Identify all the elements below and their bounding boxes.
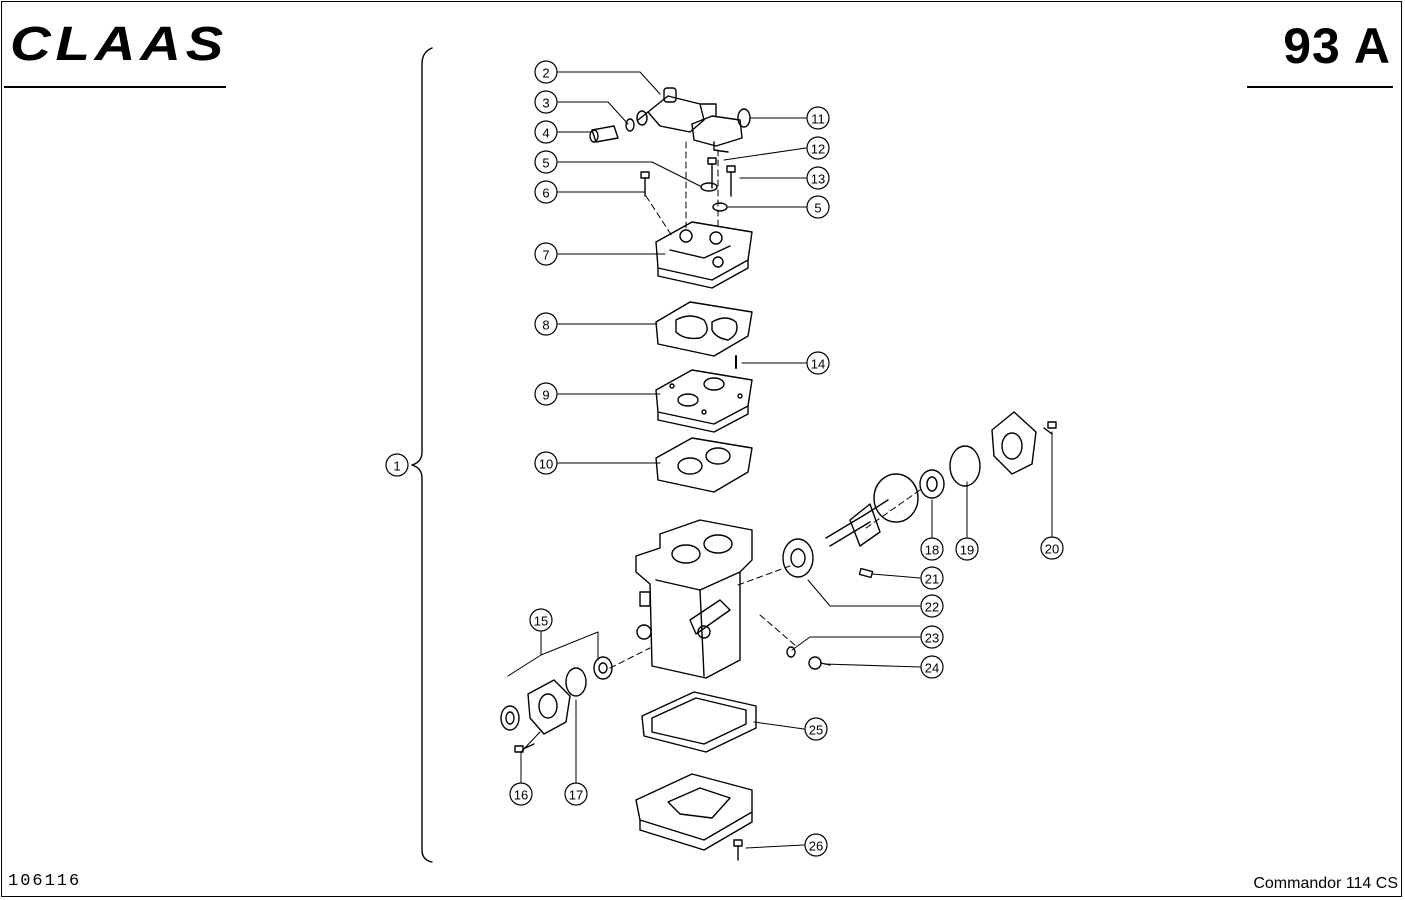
callout-label: 3	[542, 96, 549, 111]
callout-11: 11	[806, 106, 830, 130]
brand-wordmark: CLAAS	[10, 22, 228, 66]
callout-label: 9	[542, 388, 549, 403]
callout-label: 10	[539, 457, 553, 472]
callout-label: 5	[814, 201, 821, 216]
drain-plug-24	[808, 656, 831, 670]
callout-label: 18	[925, 543, 939, 558]
callout-15: 15	[529, 608, 553, 632]
callout-label: 14	[811, 357, 825, 372]
callout-label: 16	[514, 788, 528, 803]
callout-2: 2	[534, 60, 558, 84]
cylinder-head	[655, 221, 753, 289]
callout-balloons: 1 2 3 4 5 5 6 7 8 9 10 11 12 13 14 15 16…	[385, 60, 1064, 857]
callout-4: 4	[534, 120, 558, 144]
callout-3: 3	[534, 90, 558, 114]
callout-10: 10	[534, 451, 558, 475]
bolt-12	[707, 157, 717, 189]
callout-label: 4	[542, 126, 549, 141]
callout-5-right: 5	[806, 195, 830, 219]
callout-6: 6	[534, 180, 558, 204]
callout-label: 5	[542, 156, 549, 171]
leader-lines	[507, 71, 1053, 849]
callout-19: 19	[955, 537, 979, 561]
base-gasket	[641, 691, 757, 753]
bearing-22	[782, 538, 814, 578]
crankshaft	[825, 473, 919, 547]
valve-plate	[655, 369, 753, 433]
callout-label: 6	[542, 186, 549, 201]
callout-label: 23	[925, 631, 939, 646]
o-ring-5a	[700, 182, 718, 192]
header-rule-right	[1247, 86, 1393, 88]
callout-label: 11	[811, 112, 825, 127]
callout-8: 8	[534, 312, 558, 336]
callout-9: 9	[534, 382, 558, 406]
page-reference: 93 A	[1283, 18, 1391, 74]
callout-label: 7	[542, 248, 549, 263]
screw-plug-4	[589, 125, 619, 143]
callout-23: 23	[920, 625, 944, 649]
seal-15	[500, 705, 520, 731]
callout-5-upper: 5	[534, 150, 558, 174]
callout-22: 22	[920, 594, 944, 618]
head-gasket	[655, 301, 753, 357]
assembly-axis-lines	[609, 141, 921, 669]
callout-13: 13	[806, 166, 830, 190]
header-rule-left	[4, 86, 226, 88]
o-ring-23	[786, 646, 796, 658]
callout-12: 12	[806, 136, 830, 160]
assembly-bracket	[411, 47, 433, 863]
o-ring-3	[625, 118, 635, 132]
bearing-housing	[991, 411, 1037, 475]
callout-label: 15	[534, 614, 548, 629]
callout-20: 20	[1040, 536, 1064, 560]
crankcase	[635, 519, 753, 679]
bolt-13	[726, 165, 736, 197]
key-21	[858, 567, 874, 579]
fitting-11	[691, 108, 751, 153]
callout-label: 19	[960, 543, 974, 558]
callout-14: 14	[806, 351, 830, 375]
callout-label: 21	[925, 572, 939, 587]
bottom-cover	[635, 773, 753, 851]
o-ring-19	[949, 445, 981, 487]
callout-label: 17	[569, 788, 583, 803]
callout-21: 21	[920, 566, 944, 590]
callout-label: 26	[809, 839, 823, 854]
callout-16: 16	[509, 782, 533, 806]
bolt-16	[514, 743, 535, 753]
callout-label: 13	[811, 172, 825, 187]
bolt-6	[640, 171, 650, 197]
drawing-number: 106116	[8, 872, 82, 891]
valve-plate-gasket	[655, 437, 753, 493]
o-ring-17	[565, 667, 587, 697]
callout-label: 25	[809, 723, 823, 738]
callout-18: 18	[920, 537, 944, 561]
o-ring-5b	[712, 202, 728, 212]
callout-label: 22	[925, 600, 939, 615]
bolt-26	[733, 839, 743, 861]
callout-label: 12	[811, 142, 825, 157]
callout-label: 1	[393, 459, 400, 474]
claas-logo: CLAAS	[10, 22, 228, 66]
bolt-20	[1043, 421, 1057, 435]
valve-body	[636, 87, 717, 133]
bearing-side	[593, 656, 613, 680]
callout-label: 8	[542, 318, 549, 333]
callout-1: 1	[385, 453, 409, 477]
bearing-18	[919, 469, 945, 499]
model-name: Commandor 114 CS	[1253, 875, 1398, 892]
callout-7: 7	[534, 242, 558, 266]
shaft-seal-housing	[527, 679, 571, 735]
callout-label: 2	[542, 66, 549, 81]
callout-26: 26	[804, 833, 828, 857]
callout-25: 25	[804, 717, 828, 741]
callout-label: 20	[1045, 542, 1059, 557]
callout-17: 17	[564, 782, 588, 806]
callout-label: 24	[925, 661, 939, 676]
callout-24: 24	[920, 655, 944, 679]
